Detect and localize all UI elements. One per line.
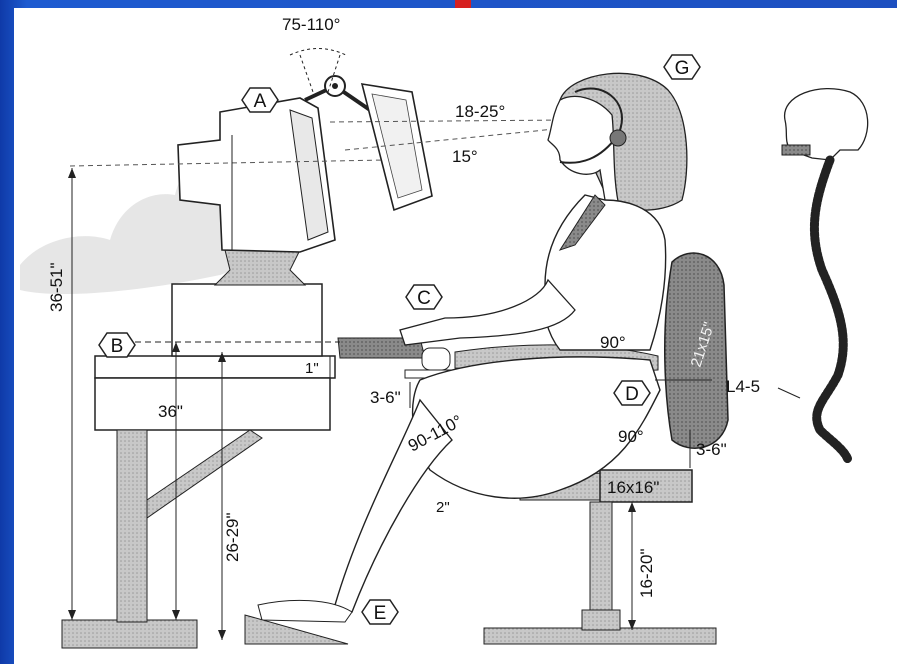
label-d: D — [613, 380, 651, 406]
keyboard-height-label: 26-29" — [223, 512, 242, 562]
label-b: B — [98, 332, 136, 358]
tilt-guide-right — [327, 54, 341, 93]
monitor-tilt-label: 75-110° — [282, 15, 340, 34]
lumbar-label: L4-5 — [726, 377, 760, 396]
crt-screen — [289, 109, 329, 241]
sightline-upper — [329, 119, 566, 123]
armrest-gap-label: 3-6" — [370, 388, 401, 407]
desk-leg — [116, 429, 148, 623]
svg-text:C: C — [417, 288, 431, 309]
tilt-arc — [289, 48, 347, 56]
chair-backrest — [664, 252, 729, 449]
seat-height-label: 16-20" — [637, 548, 656, 598]
seat-size-label: 16x16" — [607, 478, 659, 497]
label-g: G — [663, 54, 701, 80]
spine — [809, 155, 853, 465]
label-e: E — [361, 599, 399, 625]
chair-seat — [599, 469, 693, 503]
mouse-pad — [421, 347, 451, 371]
elbow-angle-label: 90° — [600, 333, 626, 352]
person-arm — [399, 278, 576, 346]
skull-jaw — [781, 144, 811, 156]
person-scarf — [558, 194, 606, 251]
svg-text:G: G — [675, 58, 690, 79]
svg-text:A: A — [254, 91, 267, 112]
person-face — [547, 95, 622, 212]
hip-angle-label: 90° — [618, 427, 644, 446]
chair-column-foot — [581, 609, 621, 631]
view-angle-lower-label: 15° — [452, 147, 478, 166]
skull — [784, 88, 869, 161]
flat-monitor-screen — [371, 93, 423, 199]
svg-text:E: E — [374, 603, 387, 624]
spine-outline — [813, 159, 849, 461]
seat-clearance-label: 2" — [436, 499, 450, 516]
chair-column — [589, 501, 613, 615]
eye-height-label: 36-51" — [47, 262, 66, 312]
sightline-lower — [69, 159, 386, 167]
monitor-stand-box — [171, 283, 323, 357]
desk-brace — [146, 429, 263, 519]
svg-text:D: D — [625, 384, 639, 405]
desk-height-label: 36" — [158, 402, 183, 421]
person-torso — [542, 194, 667, 351]
person-shoe — [257, 599, 353, 623]
tilt-guide-left — [299, 54, 314, 93]
desk-floor-base — [61, 619, 198, 649]
guide-lumbar-2 — [777, 387, 801, 399]
label-a: A — [241, 87, 279, 113]
backrest-gap-label: 3-6" — [696, 440, 727, 459]
desk-top — [94, 355, 336, 379]
footrest — [244, 614, 349, 645]
label-c: C — [405, 284, 443, 310]
headset-earpiece — [609, 129, 627, 147]
sightline-mid — [344, 127, 566, 151]
view-angle-upper-label: 18-25° — [455, 102, 505, 121]
red-marker — [455, 0, 471, 8]
arm-pivot-dot — [332, 83, 338, 89]
svg-text:B: B — [111, 336, 124, 357]
keyboard-offset-label: 1" — [305, 360, 319, 377]
desk-front — [94, 377, 331, 431]
